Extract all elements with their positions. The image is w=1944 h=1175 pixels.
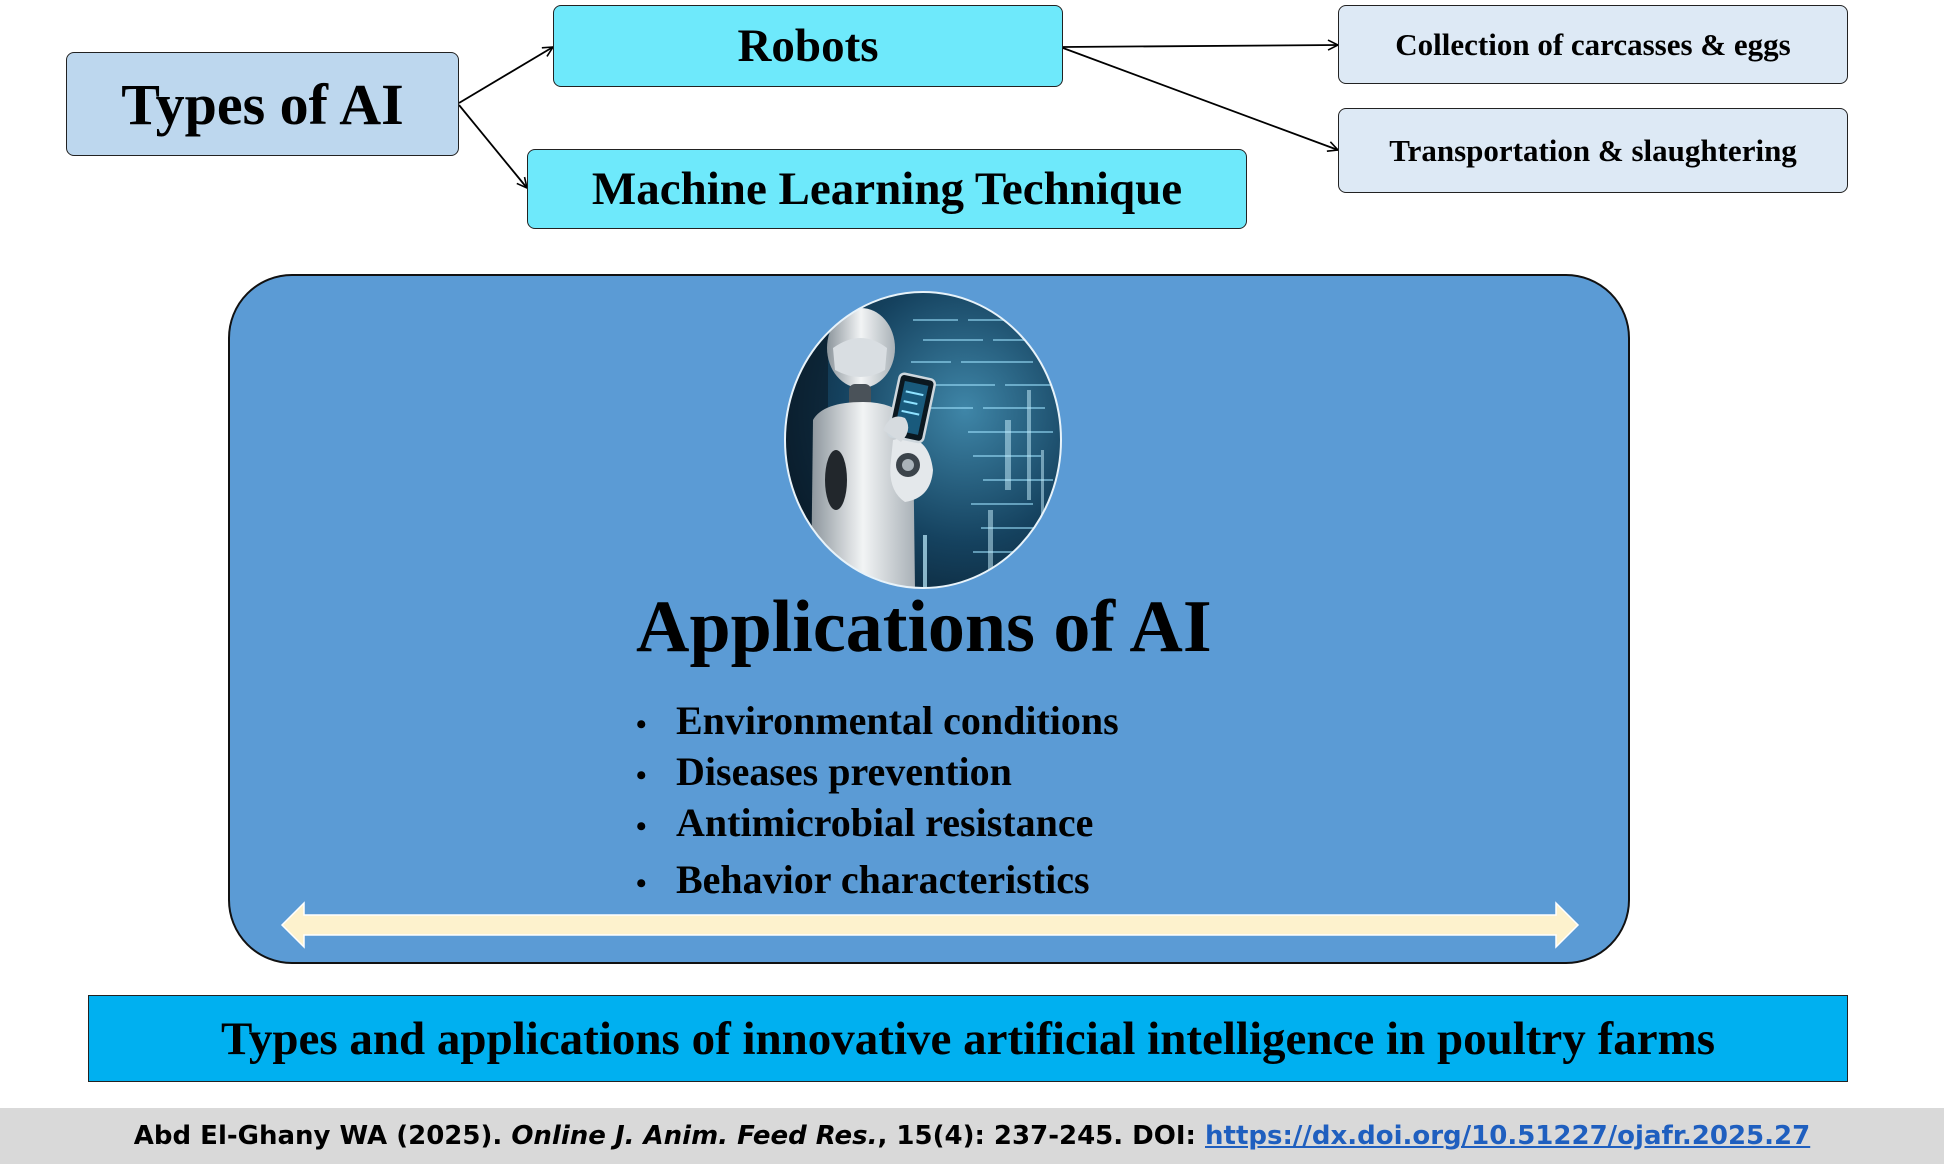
machine-learning-box: Machine Learning Technique	[527, 149, 1247, 229]
citation-volume: , 15(4): 237-245. DOI:	[877, 1121, 1196, 1151]
bullet-icon: •	[636, 810, 647, 843]
list-item: • Environmental conditions	[636, 695, 1119, 746]
types-of-ai-box: Types of AI	[66, 52, 459, 156]
robot-tablet-icon	[784, 291, 1062, 589]
citation-author: Abd El-Ghany WA (2025).	[133, 1121, 503, 1151]
caption-banner: Types and applications of innovative art…	[88, 995, 1848, 1082]
application-label: Diseases prevention	[676, 749, 1012, 794]
collection-label: Collection of carcasses & eggs	[1395, 26, 1791, 62]
types-of-ai-label: Types of AI	[121, 71, 404, 137]
arrow-types-to-robots	[458, 47, 553, 104]
caption-text: Types and applications of innovative art…	[221, 1012, 1715, 1065]
citation-journal: Online J. Anim. Feed Res.	[511, 1121, 878, 1151]
robots-label: Robots	[737, 20, 879, 72]
list-item: • Diseases prevention	[636, 746, 1119, 797]
bullet-icon: •	[636, 867, 647, 900]
transportation-box: Transportation & slaughtering	[1338, 108, 1848, 193]
application-label: Behavior characteristics	[676, 857, 1090, 902]
arrow-robots-to-collection	[1062, 45, 1338, 47]
application-label: Environmental conditions	[676, 698, 1119, 743]
citation-bar: Abd El-Ghany WA (2025). Online J. Anim. …	[0, 1108, 1944, 1164]
robots-box: Robots	[553, 5, 1063, 87]
transportation-label: Transportation & slaughtering	[1389, 132, 1797, 168]
bullet-icon: •	[636, 708, 647, 741]
connector-arrows	[458, 0, 1944, 240]
arrow-types-to-ml	[458, 104, 527, 188]
application-label: Antimicrobial resistance	[676, 800, 1094, 845]
applications-title: Applications of AI	[636, 586, 1212, 668]
doi-link[interactable]: https://dx.doi.org/10.51227/ojafr.2025.2…	[1205, 1121, 1811, 1151]
applications-list: • Environmental conditions • Diseases prev…	[636, 695, 1119, 905]
bullet-icon: •	[636, 759, 647, 792]
arrow-robots-to-transport	[1062, 47, 1338, 150]
double-headed-arrow-icon	[280, 901, 1580, 949]
machine-learning-label: Machine Learning Technique	[591, 163, 1183, 215]
collection-box: Collection of carcasses & eggs	[1338, 5, 1848, 84]
list-item: • Behavior characteristics	[636, 854, 1119, 905]
list-item: • Antimicrobial resistance	[636, 797, 1119, 848]
